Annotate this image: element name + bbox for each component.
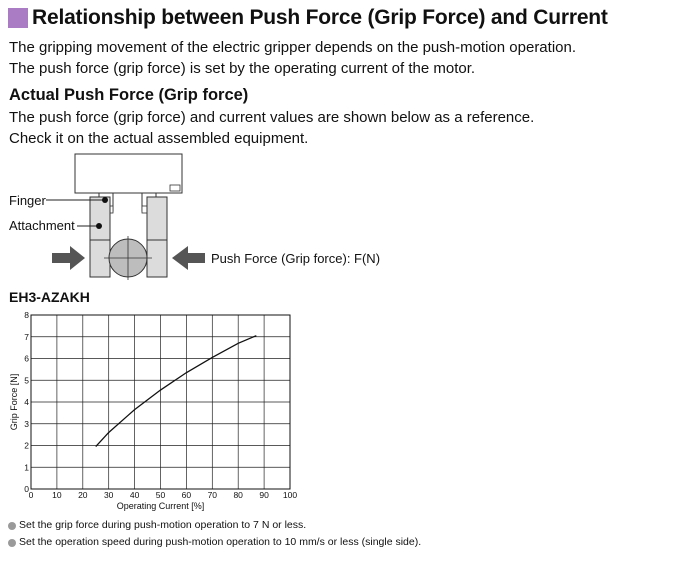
- y-tick-label: 3: [24, 419, 29, 429]
- reference-line-2: Check it on the actual assembled equipme…: [9, 130, 309, 147]
- x-tick-label: 10: [52, 490, 62, 500]
- attachment-left: [89, 196, 111, 278]
- x-tick-label: 50: [156, 490, 166, 500]
- x-tick-label: 60: [182, 490, 192, 500]
- x-tick-label: 70: [208, 490, 218, 500]
- gripper-body: [74, 153, 183, 194]
- y-tick-label: 2: [24, 441, 29, 451]
- x-tick-label: 40: [130, 490, 140, 500]
- y-tick-label: 7: [24, 332, 29, 342]
- chart-title: EH3-AZAKH: [9, 289, 90, 305]
- grip-force-chart: 0 10 20 30 40 50 60 70 80 90 100 0 1 2 3 4 5 6 7 8Operating…: [9, 310, 297, 511]
- x-tick-label: 80: [233, 490, 243, 500]
- x-tick-label: 100: [283, 490, 297, 500]
- section-subheading: Actual Push Force (Grip force): [9, 86, 249, 104]
- push-force-label: Push Force (Grip force): F(N): [211, 251, 380, 266]
- heading-square-icon: [8, 8, 28, 28]
- intro-line-2: The push force (grip force) is set by th…: [9, 60, 476, 77]
- y-tick-label: 0: [24, 484, 29, 494]
- note-item: Set the operation speed during push-moti…: [8, 534, 421, 551]
- grip-force-series-line: [95, 335, 257, 448]
- x-tick-label: 0: [29, 490, 34, 500]
- bullet-icon: [8, 521, 16, 530]
- reference-line-1: The push force (grip force) and current …: [9, 109, 535, 126]
- bullet-icon: [8, 538, 16, 547]
- x-tick-label: 30: [104, 490, 114, 500]
- intro-line-1: The gripping movement of the electric gr…: [9, 39, 577, 56]
- x-tick-label: 20: [78, 490, 88, 500]
- heading-row: Relationship between Push Force (Grip Fo…: [8, 6, 608, 30]
- plot-frame: [30, 314, 291, 490]
- y-tick-label: 5: [24, 375, 29, 385]
- x-axis-label: Operating Current [%]: [117, 501, 205, 511]
- y-tick-label: 1: [24, 462, 29, 472]
- finger-label: Finger: [9, 193, 47, 208]
- push-arrow-left-icon: [52, 246, 85, 270]
- note-item: Set the grip force during push-motion op…: [8, 517, 421, 534]
- note-text: Set the grip force during push-motion op…: [19, 519, 307, 531]
- y-tick-label: 6: [24, 354, 29, 364]
- y-tick-label: 4: [24, 397, 29, 407]
- push-arrow-right-icon: [172, 246, 205, 270]
- y-tick-label: 8: [24, 310, 29, 320]
- x-tick-label: 90: [259, 490, 269, 500]
- attachment-label: Attachment: [9, 218, 75, 233]
- note-text: Set the operation speed during push-moti…: [19, 536, 422, 548]
- page-title: Relationship between Push Force (Grip Fo…: [32, 6, 608, 29]
- attachment-right: [146, 196, 168, 278]
- y-axis-label: Grip Force [N]: [9, 374, 19, 431]
- notes: Set the grip force during push-motion op…: [8, 517, 421, 551]
- gripper-diagram: Finger Attachment Push Force (Grip force…: [9, 153, 380, 280]
